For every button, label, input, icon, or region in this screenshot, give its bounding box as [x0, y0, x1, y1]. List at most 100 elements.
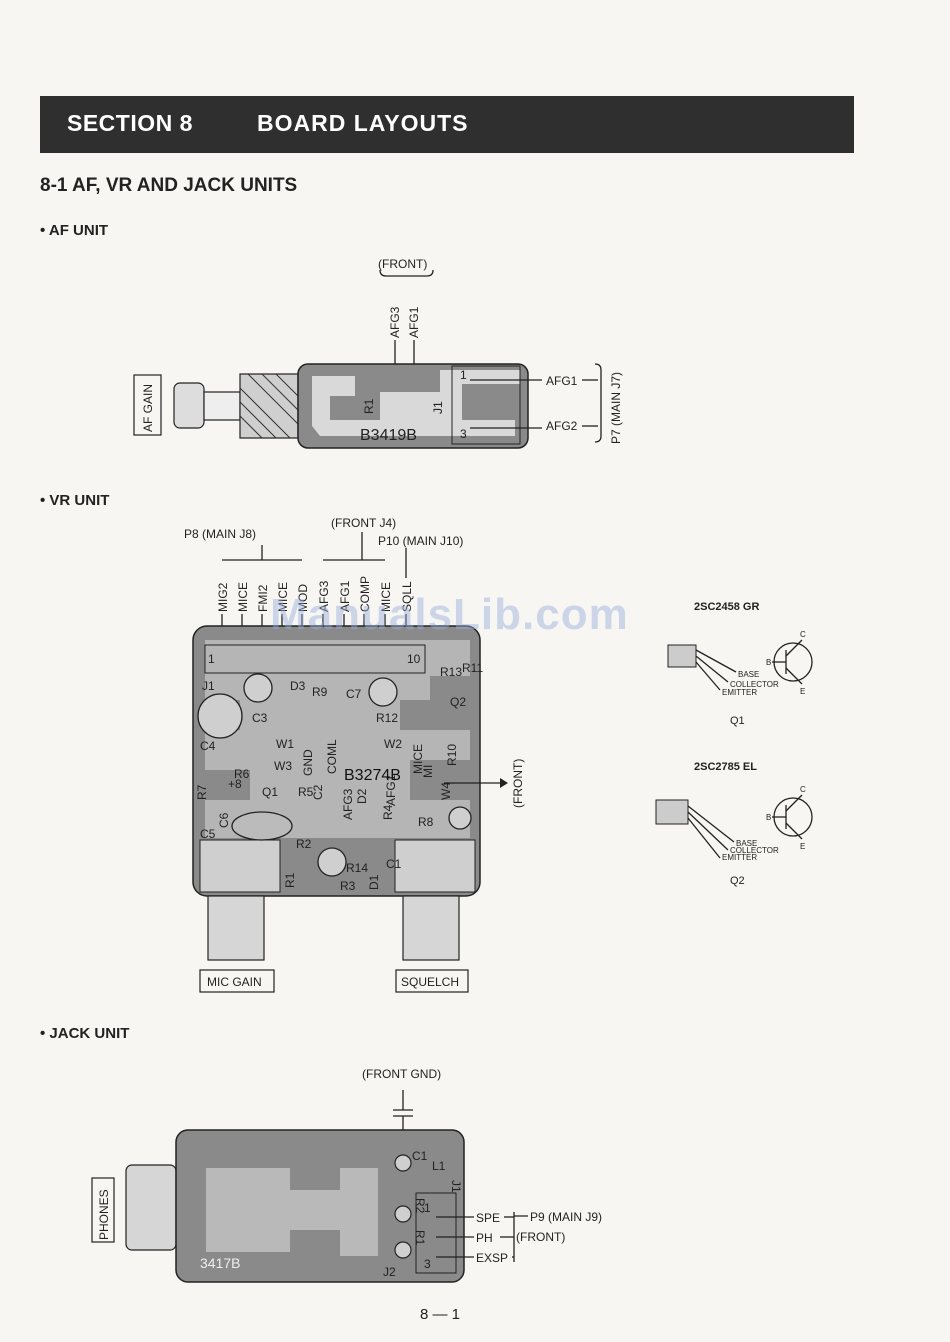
vr-pin-end: 10 — [407, 652, 421, 666]
jack-unit-diagram: (FRONT GND) PHONES C1 L1 R2 R1 J1 J2 1 3… — [91, 1067, 602, 1283]
q2-part-number: 2SC2785 EL — [694, 761, 757, 773]
af-gain-label: AF GAIN — [141, 384, 155, 432]
vr-pin-label: FMI2 — [256, 584, 270, 612]
squelch-label: SQUELCH — [401, 975, 459, 989]
svg-text:BASE: BASE — [736, 839, 757, 848]
jack-signal-exsp: EXSP — [476, 1251, 508, 1265]
vr-component-label: W1 — [276, 737, 294, 751]
section-number: SECTION 8 — [67, 110, 193, 136]
phones-jack — [125, 1164, 177, 1251]
jack-l1: L1 — [432, 1159, 446, 1173]
vr-component-label: W2 — [384, 737, 402, 751]
vr-unit-diagram: P8 (MAIN J8) (FRONT J4) P10 (MAIN J10) M… — [184, 516, 525, 993]
jack-unit-heading: • JACK UNIT — [40, 1025, 130, 1042]
vr-component-label: C3 — [252, 711, 268, 725]
vr-unit-heading: • VR UNIT — [40, 492, 110, 509]
vr-component-label: R12 — [376, 711, 398, 725]
jack-pin1: 1 — [424, 1201, 431, 1215]
q2-ref: Q2 — [730, 875, 745, 887]
vr-component-label: R3 — [340, 879, 356, 893]
page-number: 8 — 1 — [420, 1306, 461, 1323]
af-j1: J1 — [431, 401, 445, 414]
af-unit-diagram: (FRONT) AFG3 AFG1 AF GAIN R1 J1 B3419B 1… — [133, 257, 623, 449]
af-pin1: 1 — [460, 368, 467, 382]
phones-label: PHONES — [97, 1189, 111, 1240]
vr-component-label: R1 — [283, 872, 297, 888]
section-banner: SECTION 8 BOARD LAYOUTS — [40, 96, 854, 153]
vr-component-label: R11 — [462, 661, 483, 675]
jack-r2: R2 — [413, 1198, 427, 1214]
vr-component-label: R6 — [234, 767, 250, 781]
vr-component-label: +8 — [228, 777, 242, 791]
vr-component-label: D1 — [367, 874, 381, 890]
jack-r1: R1 — [413, 1230, 427, 1246]
vr-pin-label: SQLL — [400, 581, 414, 612]
af-front-bracket — [379, 269, 434, 277]
svg-text:C: C — [800, 785, 806, 794]
q1-part-number: 2SC2458 GR — [694, 601, 759, 613]
vr-component-label: W4 — [439, 782, 453, 800]
vr-component-label: R8 — [418, 815, 434, 829]
vr-component-label: Q2 — [450, 695, 466, 709]
vr-component-label: R14 — [346, 861, 368, 875]
svg-text:B: B — [766, 658, 771, 667]
vr-p10-label: P10 (MAIN J10) — [378, 534, 463, 548]
vr-front-j4-label: (FRONT J4) — [331, 516, 396, 530]
vr-pin-label: AFG1 — [338, 580, 352, 612]
vr-component-label: COML — [325, 739, 339, 774]
mic-gain-label: MIC GAIN — [207, 975, 262, 989]
watermark: ManualsLib.com — [270, 590, 629, 639]
jack-front-gnd-label: (FRONT GND) — [362, 1067, 441, 1081]
vr-component-label: AFG3 — [341, 788, 355, 820]
vr-component-label: C1 — [386, 857, 402, 871]
af-pin-afg1: AFG1 — [407, 306, 421, 338]
af-board-id: B3419B — [360, 427, 417, 444]
svg-text:E: E — [800, 842, 805, 851]
vr-front-label: (FRONT) — [511, 759, 525, 808]
vr-component-label: R10 — [445, 744, 459, 766]
vr-pin-start: 1 — [208, 652, 215, 666]
vr-component-label: R13 — [440, 665, 462, 679]
q1-ref: Q1 — [730, 715, 745, 727]
vr-component-label: Q1 — [262, 785, 278, 799]
vr-component-label: D2 — [355, 788, 369, 804]
af-knob-shaft — [173, 382, 205, 429]
vr-component-label: C4 — [200, 739, 216, 753]
vr-p8-label: P8 (MAIN J8) — [184, 527, 256, 541]
jack-front-label: (FRONT) — [516, 1230, 565, 1244]
svg-text:E: E — [800, 687, 805, 696]
jack-signal-ph: PH — [476, 1231, 493, 1245]
vr-component-label: R7 — [195, 784, 209, 800]
af-front-label: (FRONT) — [378, 257, 427, 271]
vr-component-label: C7 — [346, 687, 362, 701]
vr-component-label: R5 — [298, 785, 314, 799]
transistor-q1: 2SC2458 GR BASE COLLECTOR EMITTER C B E … — [667, 601, 813, 727]
transistor-q2: 2SC2785 EL BASE COLLECTOR EMITTER C B E … — [655, 761, 813, 887]
af-out-afg2: AFG2 — [546, 419, 578, 433]
af-connector-label: P7 (MAIN J7) — [609, 372, 623, 444]
vr-component-label: J1 — [202, 679, 215, 693]
subsection-title: 8-1 AF, VR AND JACK UNITS — [40, 175, 298, 196]
vr-pin-label: MICE — [276, 582, 290, 612]
jack-j2: J2 — [383, 1265, 396, 1279]
vr-component-label: W3 — [274, 759, 292, 773]
vr-component-label: MI — [421, 765, 435, 778]
af-pin3: 3 — [460, 427, 467, 441]
svg-text:EMITTER: EMITTER — [722, 688, 757, 697]
section-title: BOARD LAYOUTS — [257, 110, 469, 136]
jack-connector-label: P9 (MAIN J9) — [530, 1210, 602, 1224]
vr-pin-label: AFG3 — [317, 580, 331, 612]
vr-pin-label: MICE — [379, 582, 393, 612]
vr-component-label: R9 — [312, 685, 328, 699]
af-out-afg1: AFG1 — [546, 374, 578, 388]
vr-component-label: C2 — [311, 784, 325, 800]
vr-component-label: MICE — [411, 744, 425, 774]
squelch-knob — [402, 895, 460, 961]
vr-component-label: C6 — [217, 812, 231, 828]
vr-component-label: D3 — [290, 679, 306, 693]
jack-signal-spe: SPE — [476, 1211, 500, 1225]
af-knob-thread — [239, 373, 299, 439]
